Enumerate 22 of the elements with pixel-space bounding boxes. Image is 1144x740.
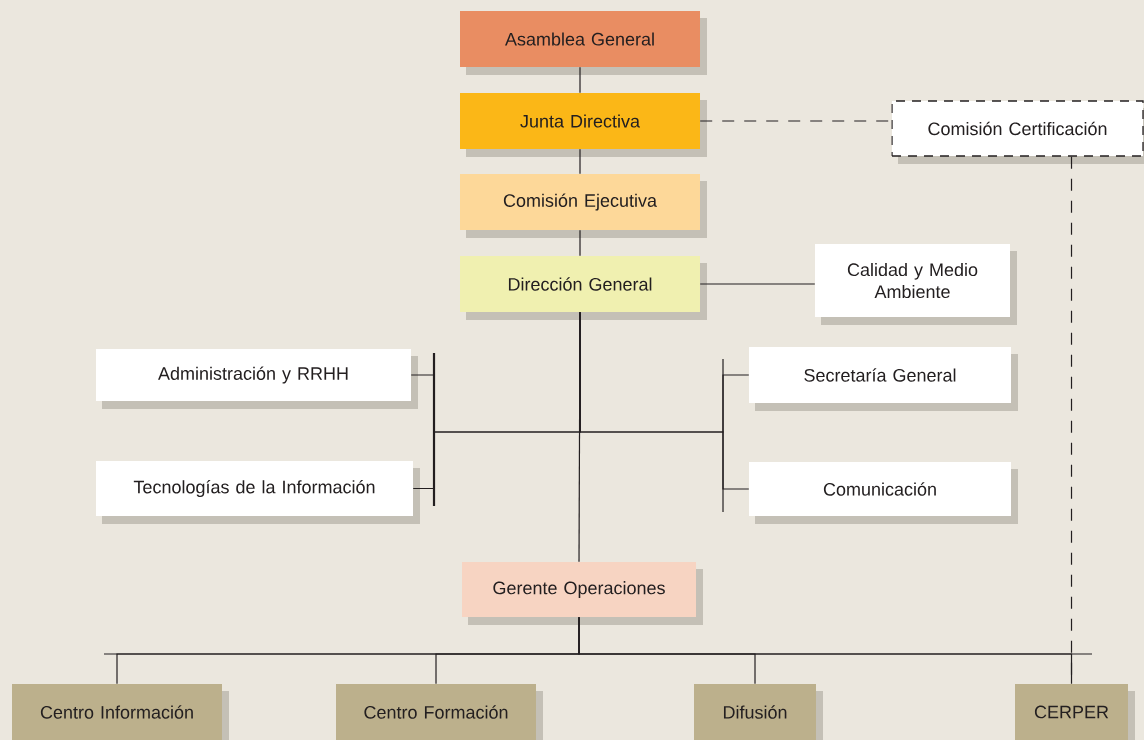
connector-line [578,616,1073,685]
org-box: Dirección General [460,256,707,320]
org-box: Centro Formación [336,684,543,740]
connector-line [699,283,816,285]
org-box: Comisión Ejecutiva [460,174,707,238]
org-box: CERPER [1015,684,1135,740]
org-box: Calidad y Medio Ambiente [815,244,1017,325]
dashed-box: Comisión Certificación [891,100,1144,164]
org-box: Tecnologías de la Información [96,461,420,524]
connector-line [578,311,581,563]
connector-line [579,229,581,257]
org-box: Junta Directiva [460,93,707,157]
connector-line [579,148,581,175]
org-box: Secretaría General [749,347,1018,411]
dashed-connector [1070,156,1073,685]
org-box: Centro Información [12,684,229,740]
org-box: Asamblea General [460,11,707,75]
org-box: Difusión [694,684,823,740]
connector-line [579,66,581,94]
org-box: Administración y RRHH [96,349,418,409]
org-box: Gerente Operaciones [462,562,703,625]
org-box: Comunicación [749,462,1018,524]
